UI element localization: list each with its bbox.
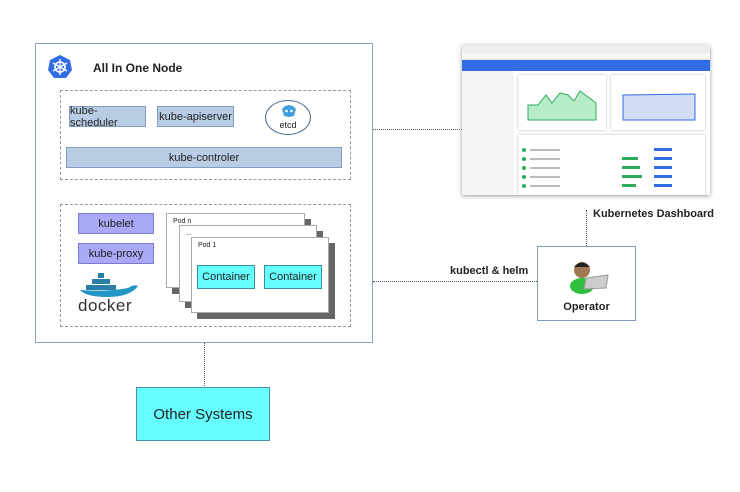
worker-group xyxy=(60,204,351,327)
connector-operator xyxy=(373,281,537,282)
operator-label: Operator xyxy=(563,301,610,313)
other-systems: Other Systems xyxy=(136,387,270,441)
cpu-chart xyxy=(527,90,597,121)
pod-1: Pod 1 Container Container xyxy=(191,237,329,313)
docker-logo-text: docker xyxy=(78,296,133,315)
node-title: All In One Node xyxy=(93,61,183,75)
etcd-icon xyxy=(282,105,296,117)
browser-titlebar xyxy=(462,45,710,53)
connector-operator-dashboard xyxy=(586,210,587,246)
pod-label: Pod n xyxy=(173,218,192,225)
pods-table xyxy=(522,148,672,188)
kubelet: kubelet xyxy=(78,213,154,234)
container: Container xyxy=(197,265,255,289)
pods-table-card xyxy=(518,135,705,195)
kubectl-helm-label: kubectl & helm xyxy=(450,265,529,277)
kubernetes-icon xyxy=(48,55,72,78)
operator-person-icon xyxy=(570,262,609,294)
memory-chart-card xyxy=(611,75,705,130)
pod-label: ... xyxy=(186,230,192,237)
kube-proxy: kube-proxy xyxy=(78,243,154,264)
container: Container xyxy=(264,265,322,289)
cpu-chart-card xyxy=(518,75,606,130)
kube-controller: kube-controler xyxy=(66,147,342,168)
etcd-label: etcd xyxy=(279,120,297,130)
browser-addressbar xyxy=(462,53,710,60)
connector-dashboard xyxy=(373,129,462,130)
operator-box: Operator xyxy=(537,246,636,321)
dashboard-label: Kubernetes Dashboard xyxy=(593,208,715,220)
dashboard-sidebar xyxy=(462,71,514,195)
kube-scheduler: kube-scheduler xyxy=(69,105,146,129)
dashboard-header xyxy=(462,60,710,71)
control-plane-group xyxy=(60,90,351,180)
docker-whale-icon xyxy=(80,273,138,297)
memory-chart xyxy=(622,93,696,121)
kubernetes-dashboard-screenshot xyxy=(462,45,710,195)
etcd: etcd xyxy=(265,100,311,135)
connector-other-systems xyxy=(204,343,205,388)
kube-apiserver: kube-apiserver xyxy=(157,106,234,127)
pod-label: Pod 1 xyxy=(198,242,217,249)
